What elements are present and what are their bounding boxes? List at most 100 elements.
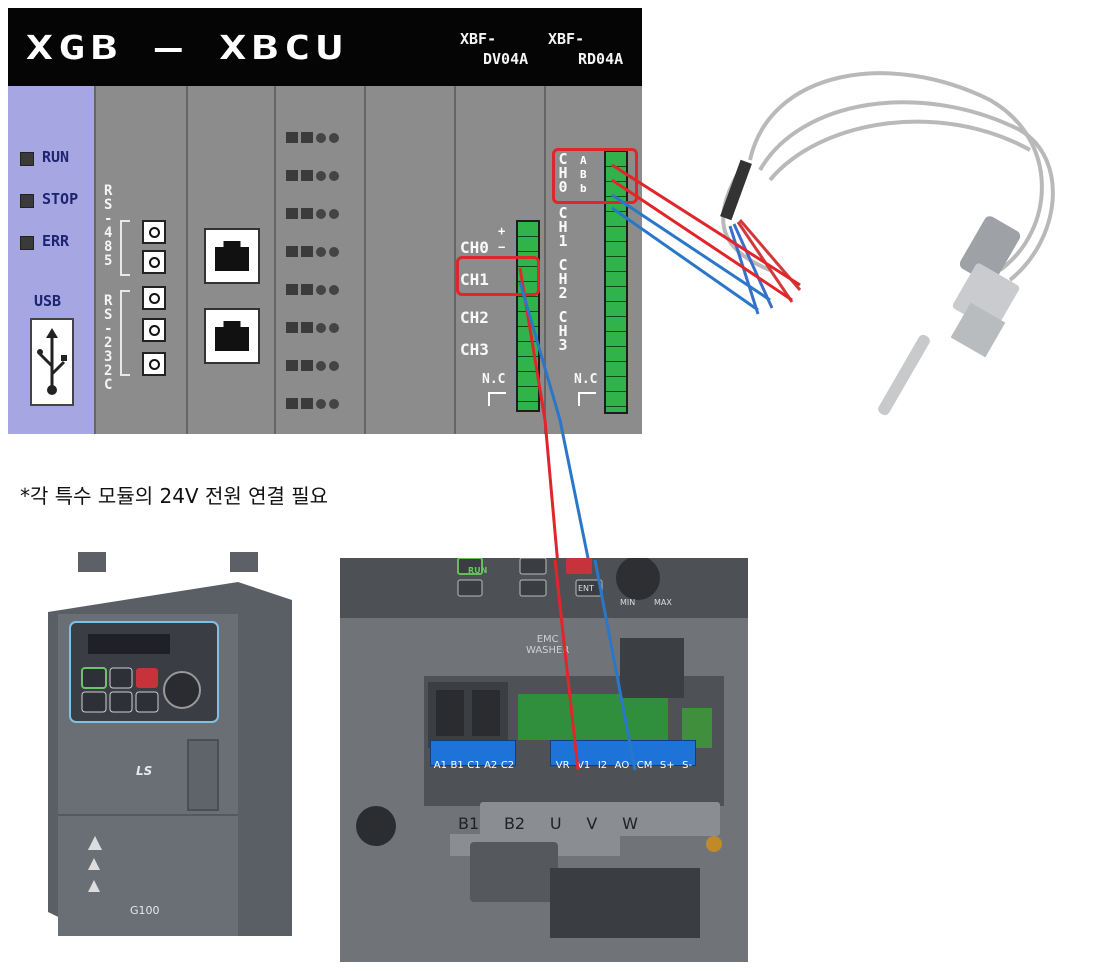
rd04a-terminal-block[interactable] [604, 150, 628, 414]
rd04a-ground-icon [578, 392, 596, 406]
terminal-vr: VR [555, 760, 570, 771]
terminal-v1: V1 [577, 760, 591, 771]
terminal-s-plus: S+ [659, 760, 675, 771]
err-led [20, 236, 34, 250]
indicator-row-5 [286, 280, 342, 299]
relay-terminal-block[interactable] [430, 740, 516, 766]
rd04a-ch3-label: CH3 [556, 308, 570, 354]
rd04a-ch1-text: CH1 [558, 204, 568, 250]
detail-run-key-label: RUN [468, 566, 488, 575]
power-terminal-w: W [622, 814, 638, 833]
indicator-row-4 [286, 242, 342, 261]
dv04a-title-line1: XBF- [460, 30, 497, 48]
dv04a-minus: − [498, 240, 506, 254]
terminal-a2: A2 [484, 760, 498, 771]
rd04a-title-line1: XBF- [548, 30, 585, 48]
inverter-front: LS G100 [48, 552, 292, 936]
indicator-module [274, 86, 364, 434]
rd04a-ch0-highlight [552, 148, 638, 204]
dv04a-plus: + [498, 224, 506, 238]
power-terminal-labels: B1 B2 U V W [458, 814, 638, 833]
dv04a-nc-label: N.C [482, 372, 506, 387]
rd04a-term-b-upper: B [580, 168, 587, 181]
rd04a-term-a: A [580, 154, 587, 167]
rs232c-terminal-1[interactable] [142, 286, 166, 310]
rd04a-ch3-text: CH3 [558, 308, 568, 354]
detail-housing-graphic [340, 558, 748, 962]
err-label: ERR [42, 232, 70, 250]
indicator-row-2 [286, 166, 342, 185]
dv04a-ch2-label: CH2 [460, 308, 489, 327]
rj45-port-1[interactable] [204, 228, 260, 284]
terminal-c1: C1 [467, 760, 481, 771]
run-led [20, 152, 34, 166]
rs485-bracket [120, 220, 130, 276]
terminal-s-minus: S- [682, 760, 693, 771]
power-terminal-b1: B1 [458, 814, 480, 833]
plc-header-bar: XGB — XBCU XBF- DV04A XBF- RD04A [8, 8, 642, 86]
rtd-sensor-illustration [720, 71, 1055, 416]
dv04a-module: CH0 CH1 CH2 CH3 + − N.C [454, 86, 544, 434]
usb-port[interactable] [30, 318, 74, 406]
inverter-body-graphic [48, 552, 292, 936]
rd04a-title-line2: RD04A [578, 50, 624, 68]
sensor-cable [721, 71, 1055, 282]
brand-logo: LS [136, 764, 153, 778]
plc-rack: XGB — XBCU XBF- DV04A XBF- RD04A RUN STO… [8, 8, 642, 434]
rd04a-nc-label: N.C [574, 372, 598, 387]
rd04a-ch1-label: CH1 [556, 204, 570, 250]
rd04a-term-b-lower: b [580, 182, 587, 195]
sensor-probe [878, 216, 1021, 416]
dv04a-ch3-label: CH3 [460, 340, 489, 359]
wire-blue-rtd-b2 [611, 206, 759, 312]
dv04a-ch1-label: CH1 [460, 270, 489, 289]
rs485-terminal-1[interactable] [142, 220, 166, 244]
knob-min-label: MIN [620, 598, 636, 607]
rack-title: XGB — XBCU [26, 28, 349, 67]
dv04a-ch1-highlight [456, 256, 540, 296]
indicator-row-1 [286, 128, 342, 147]
terminal-cm: CM [636, 760, 653, 771]
rd04a-module: CH0 CH1 CH2 CH3 A B b N.C [544, 86, 642, 434]
comm-module: RS-485 RS-232C [94, 86, 186, 434]
ground-icon [488, 392, 506, 406]
power-terminal-u: U [549, 814, 562, 833]
dv04a-ch0-label: CH0 [460, 238, 489, 257]
ethernet-module [186, 86, 274, 434]
indicator-row-8 [286, 394, 342, 413]
wire-red-rtd-b [611, 178, 793, 302]
rs232c-terminal-2[interactable] [142, 318, 166, 342]
terminal-i2: I2 [597, 760, 608, 771]
terminal-b1: B1 [450, 760, 464, 771]
indicator-row-3 [286, 204, 342, 223]
io-terminal-labels: VR V1 I2 AO CM S+ S- [552, 760, 696, 771]
rs485-terminal-2[interactable] [142, 250, 166, 274]
rs232c-label: RS-232C [104, 293, 113, 393]
knob-max-label: MAX [654, 598, 672, 607]
power-terminal-b2: B2 [503, 814, 526, 833]
rd04a-ch2-text: CH2 [558, 256, 568, 302]
wire-blue-rtd-b1 [611, 193, 771, 302]
usb-label: USB [34, 292, 62, 310]
inverter-terminal-detail: EMC WASHER RUN ENT MIN MAX A1 B1 C1 A2 C… [340, 558, 748, 962]
rs232c-bracket [120, 290, 130, 376]
indicator-row-7 [286, 356, 342, 375]
cable-sleeve [720, 159, 752, 221]
rj45-port-2[interactable] [204, 308, 260, 364]
stop-led [20, 194, 34, 208]
power-note: *각 특수 모듈의 24V 전원 연결 필요 [20, 484, 329, 508]
relay-terminal-labels: A1 B1 C1 A2 C2 [432, 760, 516, 771]
terminal-c2: C2 [500, 760, 515, 771]
rd04a-ch0-terms: A B b [580, 154, 594, 196]
stop-label: STOP [42, 190, 79, 208]
dv04a-title-line2: DV04A [483, 50, 529, 68]
rs485-label: RS-485 [104, 183, 113, 269]
run-label: RUN [42, 148, 70, 166]
wire-red-rtd-a [611, 163, 801, 287]
rd04a-ch0-label: CH0 [556, 150, 570, 196]
rs232c-terminal-3[interactable] [142, 352, 166, 376]
rd04a-ch0-text: CH0 [558, 150, 568, 196]
emc-washer-label: EMC WASHER [526, 634, 570, 656]
model-label: G100 [130, 904, 160, 917]
indicator-row-6 [286, 318, 342, 337]
